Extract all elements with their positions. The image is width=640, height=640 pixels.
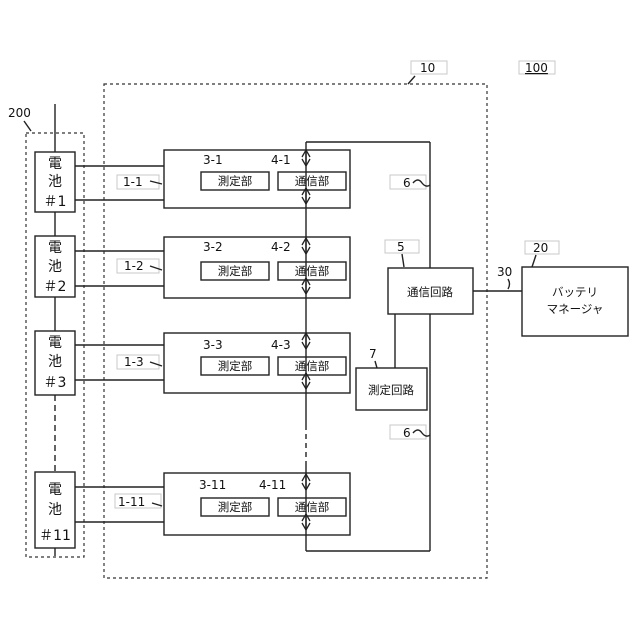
svg-text:測定部: 測定部 bbox=[218, 359, 253, 373]
svg-text:3-3: 3-3 bbox=[203, 338, 223, 352]
battery-cell: 電 池 ＃11 bbox=[35, 472, 75, 548]
cell-monitor: 1-2 3-2 4-2 測定部 通信部 bbox=[117, 237, 350, 298]
svg-text:4-1: 4-1 bbox=[271, 153, 291, 167]
meas-circuit-label: 測定回路 bbox=[368, 383, 414, 397]
leader-5 bbox=[402, 254, 404, 267]
svg-text:通信部: 通信部 bbox=[295, 500, 330, 514]
svg-text:池: 池 bbox=[48, 502, 62, 518]
label-battery-unit-ref: 10 bbox=[420, 61, 435, 75]
svg-text:測定部: 測定部 bbox=[218, 264, 253, 278]
svg-text:3-11: 3-11 bbox=[199, 478, 226, 492]
leader-6-bottom bbox=[413, 430, 430, 436]
leader-10 bbox=[408, 76, 415, 84]
cell-monitor: 1-11 3-11 4-11 測定部 通信部 bbox=[115, 473, 350, 535]
svg-text:＃11: ＃11 bbox=[39, 528, 71, 544]
svg-text:＃3: ＃3 bbox=[44, 375, 67, 391]
svg-text:電: 電 bbox=[48, 482, 62, 498]
label-meas-circuit-ref: 7 bbox=[369, 347, 377, 361]
svg-text:4-11: 4-11 bbox=[259, 478, 286, 492]
label-bus-ref-bottom: 6 bbox=[403, 426, 411, 440]
svg-text:通信部: 通信部 bbox=[295, 264, 330, 278]
svg-text:通信部: 通信部 bbox=[295, 174, 330, 188]
svg-text:測定部: 測定部 bbox=[218, 500, 253, 514]
svg-text:1-11: 1-11 bbox=[118, 495, 145, 509]
battery-cell: 電 池 ＃1 bbox=[35, 152, 75, 212]
battery-cell: 電 池 ＃3 bbox=[35, 331, 75, 395]
label-pack-ref: 200 bbox=[8, 106, 31, 120]
label-manager-ref: 20 bbox=[533, 241, 548, 255]
svg-text:通信部: 通信部 bbox=[295, 359, 330, 373]
label-comm-circuit-ref: 5 bbox=[397, 240, 405, 254]
svg-text:測定部: 測定部 bbox=[218, 174, 253, 188]
svg-text:電: 電 bbox=[48, 156, 62, 172]
svg-text:電: 電 bbox=[48, 240, 62, 256]
svg-text:池: 池 bbox=[48, 354, 62, 370]
svg-text:4-2: 4-2 bbox=[271, 240, 291, 254]
svg-text:1-1: 1-1 bbox=[123, 175, 143, 189]
svg-text:＃1: ＃1 bbox=[44, 194, 67, 210]
label-system-ref: 100 bbox=[525, 61, 548, 75]
svg-text:電: 電 bbox=[48, 335, 62, 351]
battery-manager-line1: バッテリ bbox=[552, 285, 598, 299]
cell-monitor: 1-3 3-3 4-3 測定部 通信部 bbox=[117, 333, 350, 393]
leader-6-top bbox=[413, 180, 430, 186]
comm-circuit-label: 通信回路 bbox=[407, 285, 453, 299]
leader-7 bbox=[375, 361, 377, 368]
svg-text:池: 池 bbox=[48, 259, 62, 275]
svg-text:3-2: 3-2 bbox=[203, 240, 223, 254]
svg-text:池: 池 bbox=[48, 174, 62, 190]
svg-text:3-1: 3-1 bbox=[203, 153, 223, 167]
label-bus-ref-top: 6 bbox=[403, 176, 411, 190]
svg-text:＃2: ＃2 bbox=[44, 279, 67, 295]
svg-text:4-3: 4-3 bbox=[271, 338, 291, 352]
leader-20 bbox=[532, 255, 536, 267]
label-link-ref: 30 bbox=[497, 265, 512, 279]
svg-text:1-3: 1-3 bbox=[124, 355, 144, 369]
battery-manager-line2: マネージャ bbox=[547, 302, 604, 316]
leader-30 bbox=[508, 279, 510, 289]
svg-text:1-2: 1-2 bbox=[124, 259, 144, 273]
battery-cell: 電 池 ＃2 bbox=[35, 236, 75, 297]
leader-200 bbox=[24, 121, 31, 131]
